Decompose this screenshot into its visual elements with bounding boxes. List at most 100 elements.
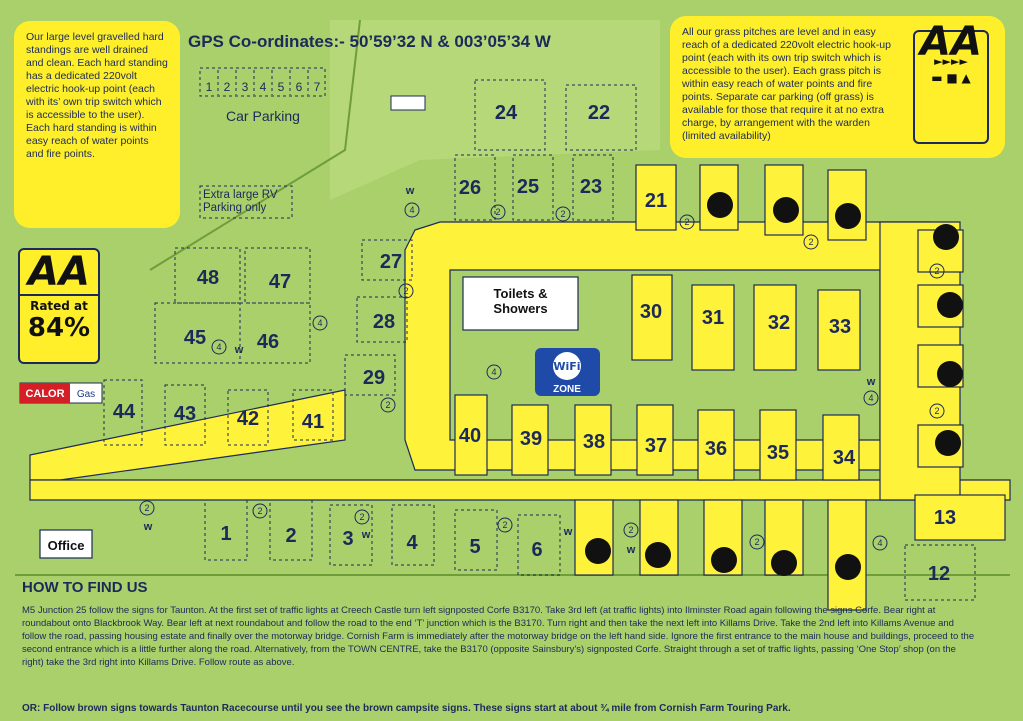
water-point: 2 <box>934 406 939 416</box>
bay-south-1 <box>574 499 614 576</box>
pitch-number: 39 <box>520 428 542 450</box>
bay-30 <box>631 274 673 361</box>
water-point: 2 <box>359 512 364 522</box>
footer-note: OR: Follow brown signs towards Taunton R… <box>22 703 791 714</box>
pitch-number: 25 <box>517 176 539 198</box>
fire-point: 4 <box>317 318 322 328</box>
service-point-numbers: 4 2 2 2 2 2 4 4 4 2 4 2 2 2 2 2 2 2 2 4 <box>144 205 939 548</box>
bay-31 <box>691 284 735 371</box>
water-point: 2 <box>502 520 507 530</box>
bay-32 <box>753 284 797 371</box>
w-label: w <box>626 544 636 556</box>
w-label: w <box>563 526 573 538</box>
office-label: Office <box>48 538 85 553</box>
pitch-number: 13 <box>934 507 956 529</box>
grass-pitch-note: All our grass pitches are level and in e… <box>670 16 1005 158</box>
rating-percent: 84% <box>27 313 91 343</box>
calor-brand: CALOR <box>25 388 64 400</box>
pitch-number: 34 <box>833 447 856 469</box>
pitch-number: 22 <box>588 102 610 124</box>
w-label: w <box>361 529 371 541</box>
pitch-number: 37 <box>645 435 667 457</box>
pitch-number: 33 <box>829 316 851 338</box>
pitch-number: 3 <box>342 528 353 550</box>
gps-coordinates: GPS Co-ordinates:- 50’59’32 N & 003’05’3… <box>188 32 551 51</box>
w-label: w <box>405 185 415 197</box>
pitch-number: 21 <box>645 190 667 212</box>
car-parking-label: Car Parking <box>226 108 300 124</box>
bay-21 <box>635 164 677 231</box>
fire-point: 4 <box>409 205 414 215</box>
pitch-number: 40 <box>459 425 481 447</box>
w-markers: w w w w w w w <box>143 185 876 556</box>
pitch-number: 42 <box>237 408 259 430</box>
bay-37 <box>636 404 674 476</box>
pitch-number: 45 <box>184 327 206 349</box>
water-point: 2 <box>403 286 408 296</box>
toilets-label: Toilets & Showers <box>493 286 548 316</box>
aa-logo-badge: AA ►►►► ▬ ■ ▲ <box>913 19 989 144</box>
pitch-number: 30 <box>640 301 662 323</box>
pitch-number: 31 <box>702 307 724 329</box>
fire-point: 4 <box>216 342 221 352</box>
water-point: 2 <box>560 209 565 219</box>
road-south-strip <box>29 479 1011 501</box>
water-point: 2 <box>385 400 390 410</box>
bay-38 <box>574 404 612 476</box>
grass-pitches <box>103 67 976 601</box>
water-point: 2 <box>628 525 633 535</box>
car-bay-number: 1 <box>206 80 213 94</box>
pitch-number: 48 <box>197 267 219 289</box>
aa-rating-logo: AA <box>28 249 90 295</box>
car-bay-number: 3 <box>242 80 249 94</box>
aa-arrows-icon: ►►►► <box>934 55 968 68</box>
car-park-sign <box>390 95 426 111</box>
pitch-number: 2 <box>285 525 296 547</box>
water-point: 2 <box>495 207 500 217</box>
rated-at-label: Rated at <box>20 294 98 313</box>
rv-parking-label: Extra large RV Parking only <box>203 189 278 214</box>
wifi-zone: ZONE <box>553 384 581 395</box>
water-point: 2 <box>144 503 149 513</box>
pitch-number: 27 <box>380 251 402 273</box>
w-label: w <box>866 376 876 388</box>
fire-point: 4 <box>877 538 882 548</box>
bay-35 <box>759 409 797 481</box>
pitch-number: 4 <box>406 532 418 554</box>
pitch-number: 23 <box>580 176 602 198</box>
directions-text: M5 Junction 25 follow the signs for Taun… <box>22 605 975 668</box>
caravan-tent-icon: ▬ ■ ▲ <box>931 71 971 85</box>
pitch-number: 1 <box>220 523 231 545</box>
water-point: 2 <box>934 266 939 276</box>
pitch-number: 32 <box>768 312 790 334</box>
bay-34 <box>822 414 860 481</box>
hard-standing-note: Our large level gravelled hard standings… <box>14 21 180 228</box>
w-label: w <box>234 344 244 356</box>
hard-standing-text: Our large level gravelled hard standings… <box>26 31 168 160</box>
hedge-boundary <box>149 19 361 271</box>
pitch-number: 46 <box>257 331 279 353</box>
bay-39 <box>511 404 549 476</box>
pitch-number: 36 <box>705 438 727 460</box>
calor-gas: Gas <box>77 389 95 400</box>
bay-33 <box>817 289 861 371</box>
pitch-markers <box>585 192 963 580</box>
water-point: 2 <box>684 217 689 227</box>
pitch-number: 5 <box>469 536 480 558</box>
aa-logo: AA <box>920 19 982 65</box>
bay-13 <box>914 494 1006 541</box>
pitch-number: 43 <box>174 403 196 425</box>
water-point: 2 <box>754 537 759 547</box>
office-box <box>39 529 93 559</box>
service-points <box>139 202 945 551</box>
fire-point: 4 <box>491 367 496 377</box>
wifi-word: WiFi <box>553 360 580 373</box>
w-label: w <box>143 521 153 533</box>
pitch-numbers: 1 2 3 4 5 6 12 13 21 22 23 24 25 26 27 2… <box>113 102 956 585</box>
toilets-box <box>462 276 579 331</box>
car-bay-number: 5 <box>278 80 285 94</box>
car-bay-number: 6 <box>296 80 303 94</box>
pitch-number: 26 <box>459 177 481 199</box>
fire-point: 4 <box>868 393 873 403</box>
pitch-number: 41 <box>302 411 324 433</box>
